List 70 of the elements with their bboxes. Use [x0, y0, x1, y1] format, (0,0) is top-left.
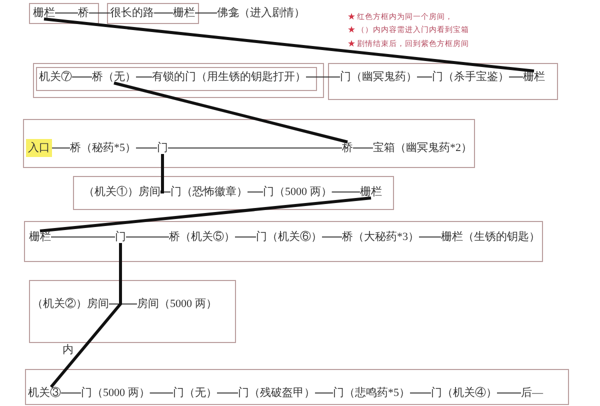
- connector-line: [508, 76, 524, 78]
- connector-line: [418, 236, 442, 238]
- location-label: 门（5000 两）: [263, 186, 332, 198]
- highlighted-label: 入口: [26, 139, 52, 157]
- connector-line: [322, 236, 342, 238]
- route-line: [160, 154, 164, 194]
- connector-line: [154, 12, 174, 14]
- location-label: 栅栏: [523, 71, 545, 83]
- connector-line: [126, 236, 170, 238]
- connector-line: [314, 392, 334, 394]
- location-label: 栅栏（生锈的钥匙）: [441, 231, 540, 243]
- location-label: （机关①）房间: [84, 186, 160, 198]
- connector-line: [216, 392, 238, 394]
- connector-line: [416, 76, 432, 78]
- location-label: 门（5000 两）: [81, 387, 150, 399]
- location-label: 门: [157, 142, 168, 154]
- location-label: 栅栏: [360, 186, 382, 198]
- room-frame: [73, 176, 394, 210]
- connector-line: [496, 392, 522, 394]
- location-label: 门（机关⑥）: [256, 231, 322, 243]
- connector-line: [136, 76, 152, 78]
- connector-line: [234, 236, 256, 238]
- location-label: 桥（无）: [92, 71, 136, 83]
- location-label: （机关②）房间: [32, 298, 109, 310]
- room-frame: [24, 221, 543, 262]
- location-label: 桥（秘药*5）: [70, 142, 136, 154]
- location-label: 桥（大秘药*3）: [342, 231, 419, 243]
- location-label: 桥: [342, 142, 353, 154]
- room-frame: [29, 280, 236, 343]
- connector-line: [149, 392, 174, 394]
- location-label: 桥（机关⑤）: [169, 231, 235, 243]
- connector-line: [54, 12, 78, 14]
- location-label: 门（机关④）: [431, 387, 497, 399]
- room-frame: [36, 67, 317, 91]
- location-label: 机关⑦: [39, 71, 72, 83]
- route-line: [44, 18, 534, 72]
- location-label: 门（无）: [173, 387, 217, 399]
- location-label: 门（残破盔甲）: [238, 387, 315, 399]
- location-label: 佛龛（进入剧情）: [217, 7, 305, 19]
- location-label: 机关③: [28, 387, 61, 399]
- location-label: 门（杀手宝鉴）: [432, 71, 509, 83]
- room-frame: [328, 63, 558, 100]
- location-label: 门（悲鸣药*5）: [333, 387, 410, 399]
- route-line: [40, 196, 372, 232]
- location-label: 桥: [78, 7, 89, 19]
- location-label: 栅栏: [29, 231, 51, 243]
- connector-line: [306, 76, 340, 78]
- location-label: 有锁的门（用生锈的钥匙打开）: [152, 71, 306, 83]
- location-label: 栅栏: [33, 7, 55, 19]
- room-frame: [107, 3, 199, 24]
- connector-line: [72, 76, 92, 78]
- connector-line: [194, 12, 218, 14]
- edge-label: 内: [62, 344, 74, 356]
- connector-line: [410, 392, 432, 394]
- connector-line: [60, 392, 82, 394]
- location-label: 宝箱（幽冥鬼药*2）: [373, 142, 472, 154]
- room-frame: [29, 3, 99, 24]
- location-label: 很长的路: [110, 7, 154, 19]
- location-label: 房间（5000 两）: [137, 298, 217, 310]
- room-frame: [23, 119, 475, 168]
- room-frame: [33, 63, 324, 98]
- room-frame: [25, 369, 569, 405]
- connector-line: [88, 12, 110, 14]
- location-label: 门（恐怖徽章）: [170, 186, 248, 198]
- connector-line: [50, 236, 116, 238]
- location-label: 栅栏: [173, 7, 195, 19]
- route-line: [50, 243, 122, 388]
- location-label: 后—: [521, 387, 543, 399]
- location-label: 门（幽冥鬼药）: [340, 71, 417, 83]
- location-label: 门: [115, 231, 126, 243]
